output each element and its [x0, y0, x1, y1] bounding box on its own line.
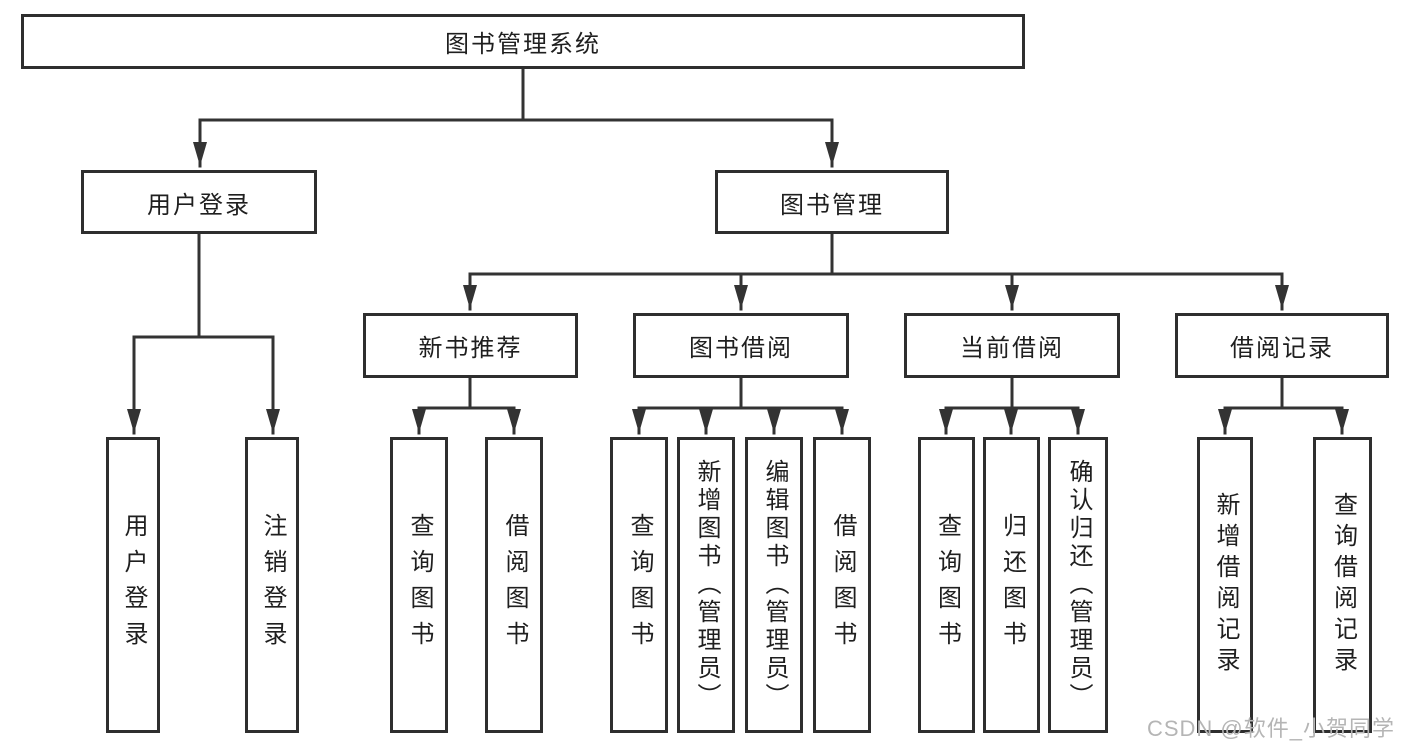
node-user-login-leaf: 用户登录: [106, 437, 160, 733]
watermark: CSDN @软件_小贺同学: [1146, 716, 1395, 741]
node-borrow-record: 借阅记录: [1175, 313, 1389, 378]
node-recommend-query-book: 查询图书: [390, 437, 448, 733]
node-new-book-recommend: 新书推荐: [363, 313, 578, 378]
node-current-query-book: 查询图书: [918, 437, 975, 733]
node-book-borrow: 图书借阅: [633, 313, 849, 378]
node-root: 图书管理系统: [21, 14, 1025, 69]
node-current-return-book: 归还图书: [983, 437, 1040, 733]
node-borrow-add-book-admin: 新增图书（管理员）: [677, 437, 735, 733]
node-current-confirm-return-admin: 确认归还（管理员）: [1048, 437, 1108, 733]
node-record-query-record: 查询借阅记录: [1313, 437, 1372, 733]
node-record-add-record: 新增借阅记录: [1197, 437, 1253, 733]
node-book-manage: 图书管理: [715, 170, 949, 234]
node-borrow-edit-book-admin: 编辑图书（管理员）: [745, 437, 803, 733]
node-logout-leaf: 注销登录: [245, 437, 299, 733]
node-recommend-borrow-book: 借阅图书: [485, 437, 543, 733]
node-user-login: 用户登录: [81, 170, 317, 234]
node-current-borrow: 当前借阅: [904, 313, 1120, 378]
node-borrow-borrow-book: 借阅图书: [813, 437, 871, 733]
node-borrow-query-book: 查询图书: [610, 437, 668, 733]
